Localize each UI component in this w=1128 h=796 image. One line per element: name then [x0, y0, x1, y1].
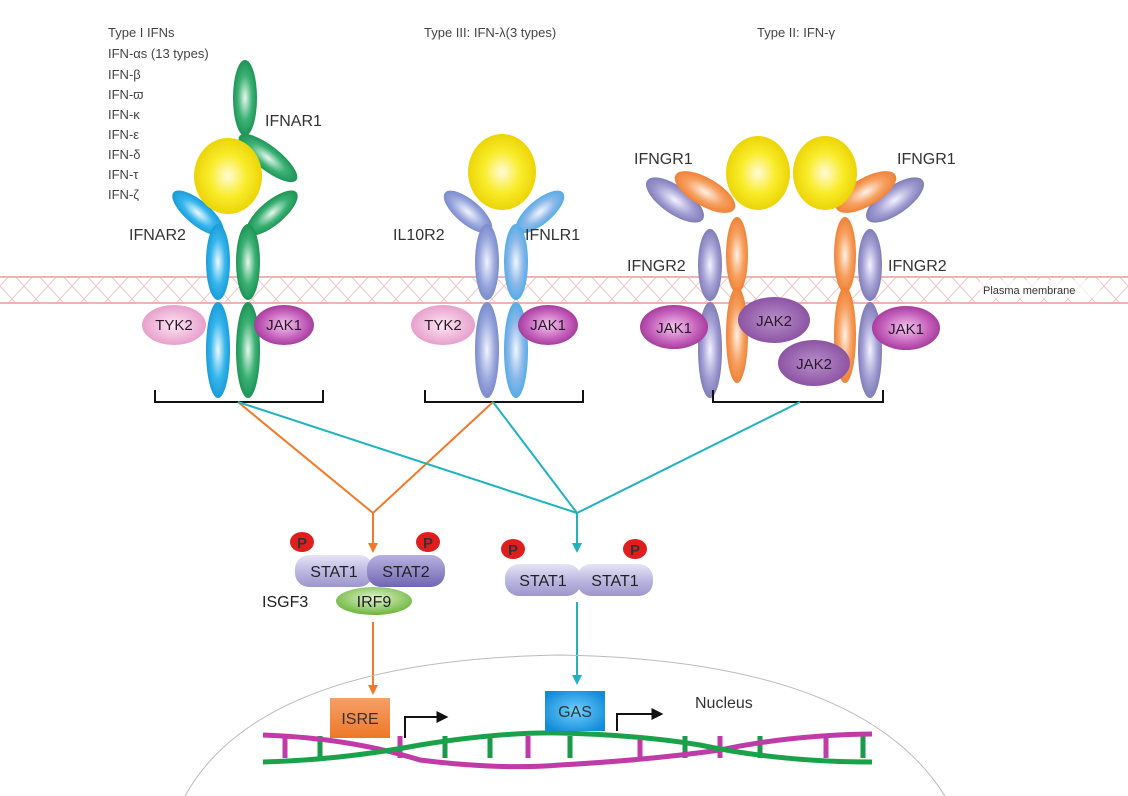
jak1-label: JAK1 — [888, 321, 924, 338]
plasma-membrane: Plasma membrane — [0, 276, 1128, 304]
stat1-protein — [505, 564, 581, 596]
jak1-kinase — [254, 305, 314, 345]
il10r2-label: IL10R2 — [393, 227, 445, 244]
phospho-badge — [501, 539, 525, 559]
jak2-label: JAK2 — [796, 356, 832, 373]
nucleus-membrane — [184, 654, 946, 796]
ifngr1-left-label: IFNGR1 — [634, 151, 693, 168]
gas-label: GAS — [558, 704, 592, 721]
type1-ifn-list: IFN-αs (13 types) IFN-β IFN-ϖ IFN-κ IFN-… — [108, 46, 209, 202]
ifn-list-item: IFN-ζ — [108, 187, 139, 202]
jak1-kinase — [518, 305, 578, 345]
gas-element: GAS — [545, 691, 664, 731]
tyk2-label: TYK2 — [424, 317, 462, 334]
tyk2-label: TYK2 — [155, 317, 193, 334]
tyk2-kinase — [411, 305, 475, 345]
type2-receptor: JAK1 JAK2 JAK2 JAK1 — [640, 136, 940, 398]
stat1-label: STAT1 — [591, 573, 639, 590]
jak1-kinase — [640, 305, 708, 349]
jak1-label: JAK1 — [530, 317, 566, 334]
phospho-label: P — [630, 542, 640, 559]
type3-header: Type III: IFN-λ(3 types) — [424, 25, 556, 40]
ifn-list-item: IFN-κ — [108, 107, 140, 122]
isgf3-complex: STAT1 STAT2 P P IRF9 ISGF3 — [262, 532, 445, 615]
isre-element: ISRE — [330, 698, 449, 738]
irf9-label: IRF9 — [357, 594, 392, 611]
isre-label: ISRE — [341, 711, 378, 728]
ifn-list-item: IFN-τ — [108, 167, 139, 182]
type1-ifn-ligand — [194, 138, 262, 214]
type1-to-gaf-line — [237, 401, 578, 514]
jak1-label: JAK1 — [656, 320, 692, 337]
ifn-list-item: IFN-ε — [108, 127, 139, 142]
type1-bracket — [154, 390, 324, 403]
phospho-label: P — [423, 535, 433, 552]
stat2-protein — [367, 555, 445, 587]
ifn-gamma-ligand — [793, 136, 857, 210]
ifnar2-label: IFNAR2 — [129, 227, 186, 244]
jak1-kinase — [872, 306, 940, 350]
nucleus-label: Nucleus — [695, 695, 753, 712]
phospho-badge — [290, 532, 314, 552]
ifngr2-right-label: IFNGR2 — [888, 258, 947, 275]
type1-to-isgf3-line — [237, 401, 374, 514]
ifngr2-left-label: IFNGR2 — [627, 258, 686, 275]
stat1-protein — [577, 564, 653, 596]
ifnlr1-label: IFNLR1 — [525, 227, 580, 244]
ifnar1-label: IFNAR1 — [265, 113, 322, 130]
irf9-protein — [336, 587, 412, 615]
jak2-kinase — [738, 297, 810, 343]
ifn-list-item: IFN-δ — [108, 147, 141, 162]
type3-to-gaf-line — [492, 401, 578, 514]
stat2-label: STAT2 — [382, 564, 430, 581]
type1-receptor: TYK2 JAK1 — [142, 60, 314, 398]
gaf-complex: STAT1 STAT1 P P — [501, 539, 653, 596]
jak1-label: JAK1 — [266, 317, 302, 334]
ifn-gamma-ligand — [726, 136, 790, 210]
type2-bracket — [712, 390, 884, 403]
stat1-label: STAT1 — [310, 564, 358, 581]
gas-transcription-arrow — [616, 708, 664, 731]
phospho-badge — [416, 532, 440, 552]
ifn-list-item: IFN-β — [108, 67, 141, 82]
type2-header: Type II: IFN-γ — [757, 25, 836, 40]
ifn-list-item: IFN-αs (13 types) — [108, 46, 209, 61]
ifn-list-item: IFN-ϖ — [108, 87, 143, 102]
phospho-badge — [623, 539, 647, 559]
plasma-membrane-label: Plasma membrane — [983, 285, 1075, 297]
isre-transcription-arrow — [404, 711, 449, 738]
phospho-label: P — [297, 535, 307, 552]
type1-header: Type I IFNs — [108, 25, 175, 40]
phospho-label: P — [508, 542, 518, 559]
jak2-kinase — [778, 340, 850, 386]
ifngr1-right-label: IFNGR1 — [897, 151, 956, 168]
jak2-label: JAK2 — [756, 313, 792, 330]
type3-bracket — [424, 390, 584, 403]
tyk2-kinase — [142, 305, 206, 345]
type3-receptor: TYK2 JAK1 — [411, 134, 578, 398]
type3-to-isgf3-line — [372, 401, 494, 514]
dna-helix — [262, 730, 873, 770]
stat1-label: STAT1 — [519, 573, 567, 590]
isgf3-label: ISGF3 — [262, 594, 308, 611]
stat1-protein — [295, 555, 373, 587]
ifn-lambda-ligand — [468, 134, 536, 210]
type2-to-gaf-line — [576, 401, 801, 514]
signaling-lines — [237, 401, 801, 695]
